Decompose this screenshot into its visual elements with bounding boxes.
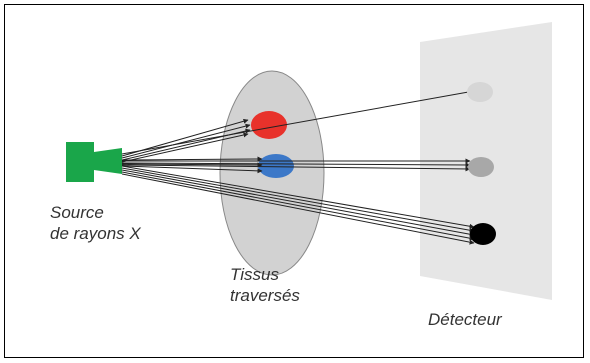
tissue-label: Tissus traversés	[230, 264, 300, 306]
source-label-line1: Source	[50, 203, 104, 222]
detector-label-text: Détecteur	[428, 310, 502, 329]
detector-label: Détecteur	[428, 309, 502, 330]
rays-to-blue-structure	[121, 156, 263, 174]
detector-spot-dark	[470, 223, 496, 245]
detector-spot-light	[467, 82, 493, 102]
blue-structure	[258, 154, 294, 178]
source-label: Source de rayons X	[50, 202, 141, 244]
source-label-line2: de rayons X	[50, 224, 141, 243]
tissue-label-line1: Tissus	[230, 265, 279, 284]
ray-to-light-spot	[121, 89, 475, 155]
tissue-label-line2: traversés	[230, 286, 300, 305]
rays-to-medium-spot	[121, 158, 471, 172]
xray-source-icon	[66, 142, 122, 182]
rays-to-dark-spot	[121, 165, 475, 245]
detector-spot-medium	[468, 157, 494, 177]
red-structure	[251, 111, 287, 139]
